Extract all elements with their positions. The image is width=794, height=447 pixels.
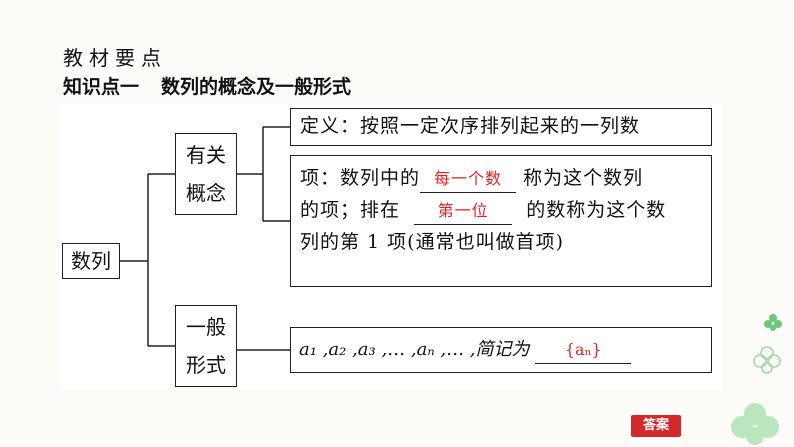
general-line-2: 形式: [186, 353, 226, 377]
root-node: 数列: [62, 243, 120, 279]
answer-button[interactable]: 答案: [631, 415, 681, 437]
term-box: 项：数列中的每一个数 称为这个数列 的项；排在 第一位 的数称为这个数 列的第 …: [290, 155, 712, 287]
knowledge-topic: 数列的概念及一般形式: [161, 76, 352, 98]
knowledge-title: 知识点一: [63, 76, 140, 98]
term-text-1: 项：数列中的: [300, 167, 421, 189]
clover-outline-icon: [753, 346, 781, 374]
fill-blank-each-number: 每一个数: [420, 166, 517, 193]
clover-icon: [764, 314, 782, 331]
knowledge-heading: 知识点一数列的概念及一般形式: [63, 72, 351, 99]
term-line-2: 的项；排在 第一位 的数称为这个数: [300, 194, 711, 226]
sequence-formula: a₁ ,a₂ ,a₃ ,… ,aₙ ,… ,简记为: [299, 339, 530, 360]
formula-box: a₁ ,a₂ ,a₃ ,… ,aₙ ,… ,简记为 {aₙ}: [290, 327, 712, 373]
fill-blank-first-position: 第一位: [414, 198, 513, 225]
clover-large-icon: [731, 403, 779, 445]
fill-blank-notation: {aₙ}: [535, 337, 632, 364]
term-text-3: 的项；排在: [300, 199, 401, 221]
term-line-3: 列的第 1 项(通常也叫做首项): [300, 231, 564, 253]
term-text-2: 称为这个数列: [523, 167, 644, 189]
general-line-1: 一般: [186, 315, 226, 339]
concept-node: 有关 概念: [175, 133, 237, 215]
term-line-1: 项：数列中的每一个数 称为这个数列: [300, 162, 711, 194]
section-label: 教材要点: [63, 46, 167, 70]
general-form-node: 一般 形式: [175, 305, 237, 387]
concept-line-2: 概念: [186, 181, 226, 205]
concept-line-1: 有关: [186, 143, 226, 167]
definition-box: 定义：按照一定次序排列起来的一列数: [290, 108, 712, 146]
term-text-4: 的数称为这个数: [526, 199, 667, 221]
